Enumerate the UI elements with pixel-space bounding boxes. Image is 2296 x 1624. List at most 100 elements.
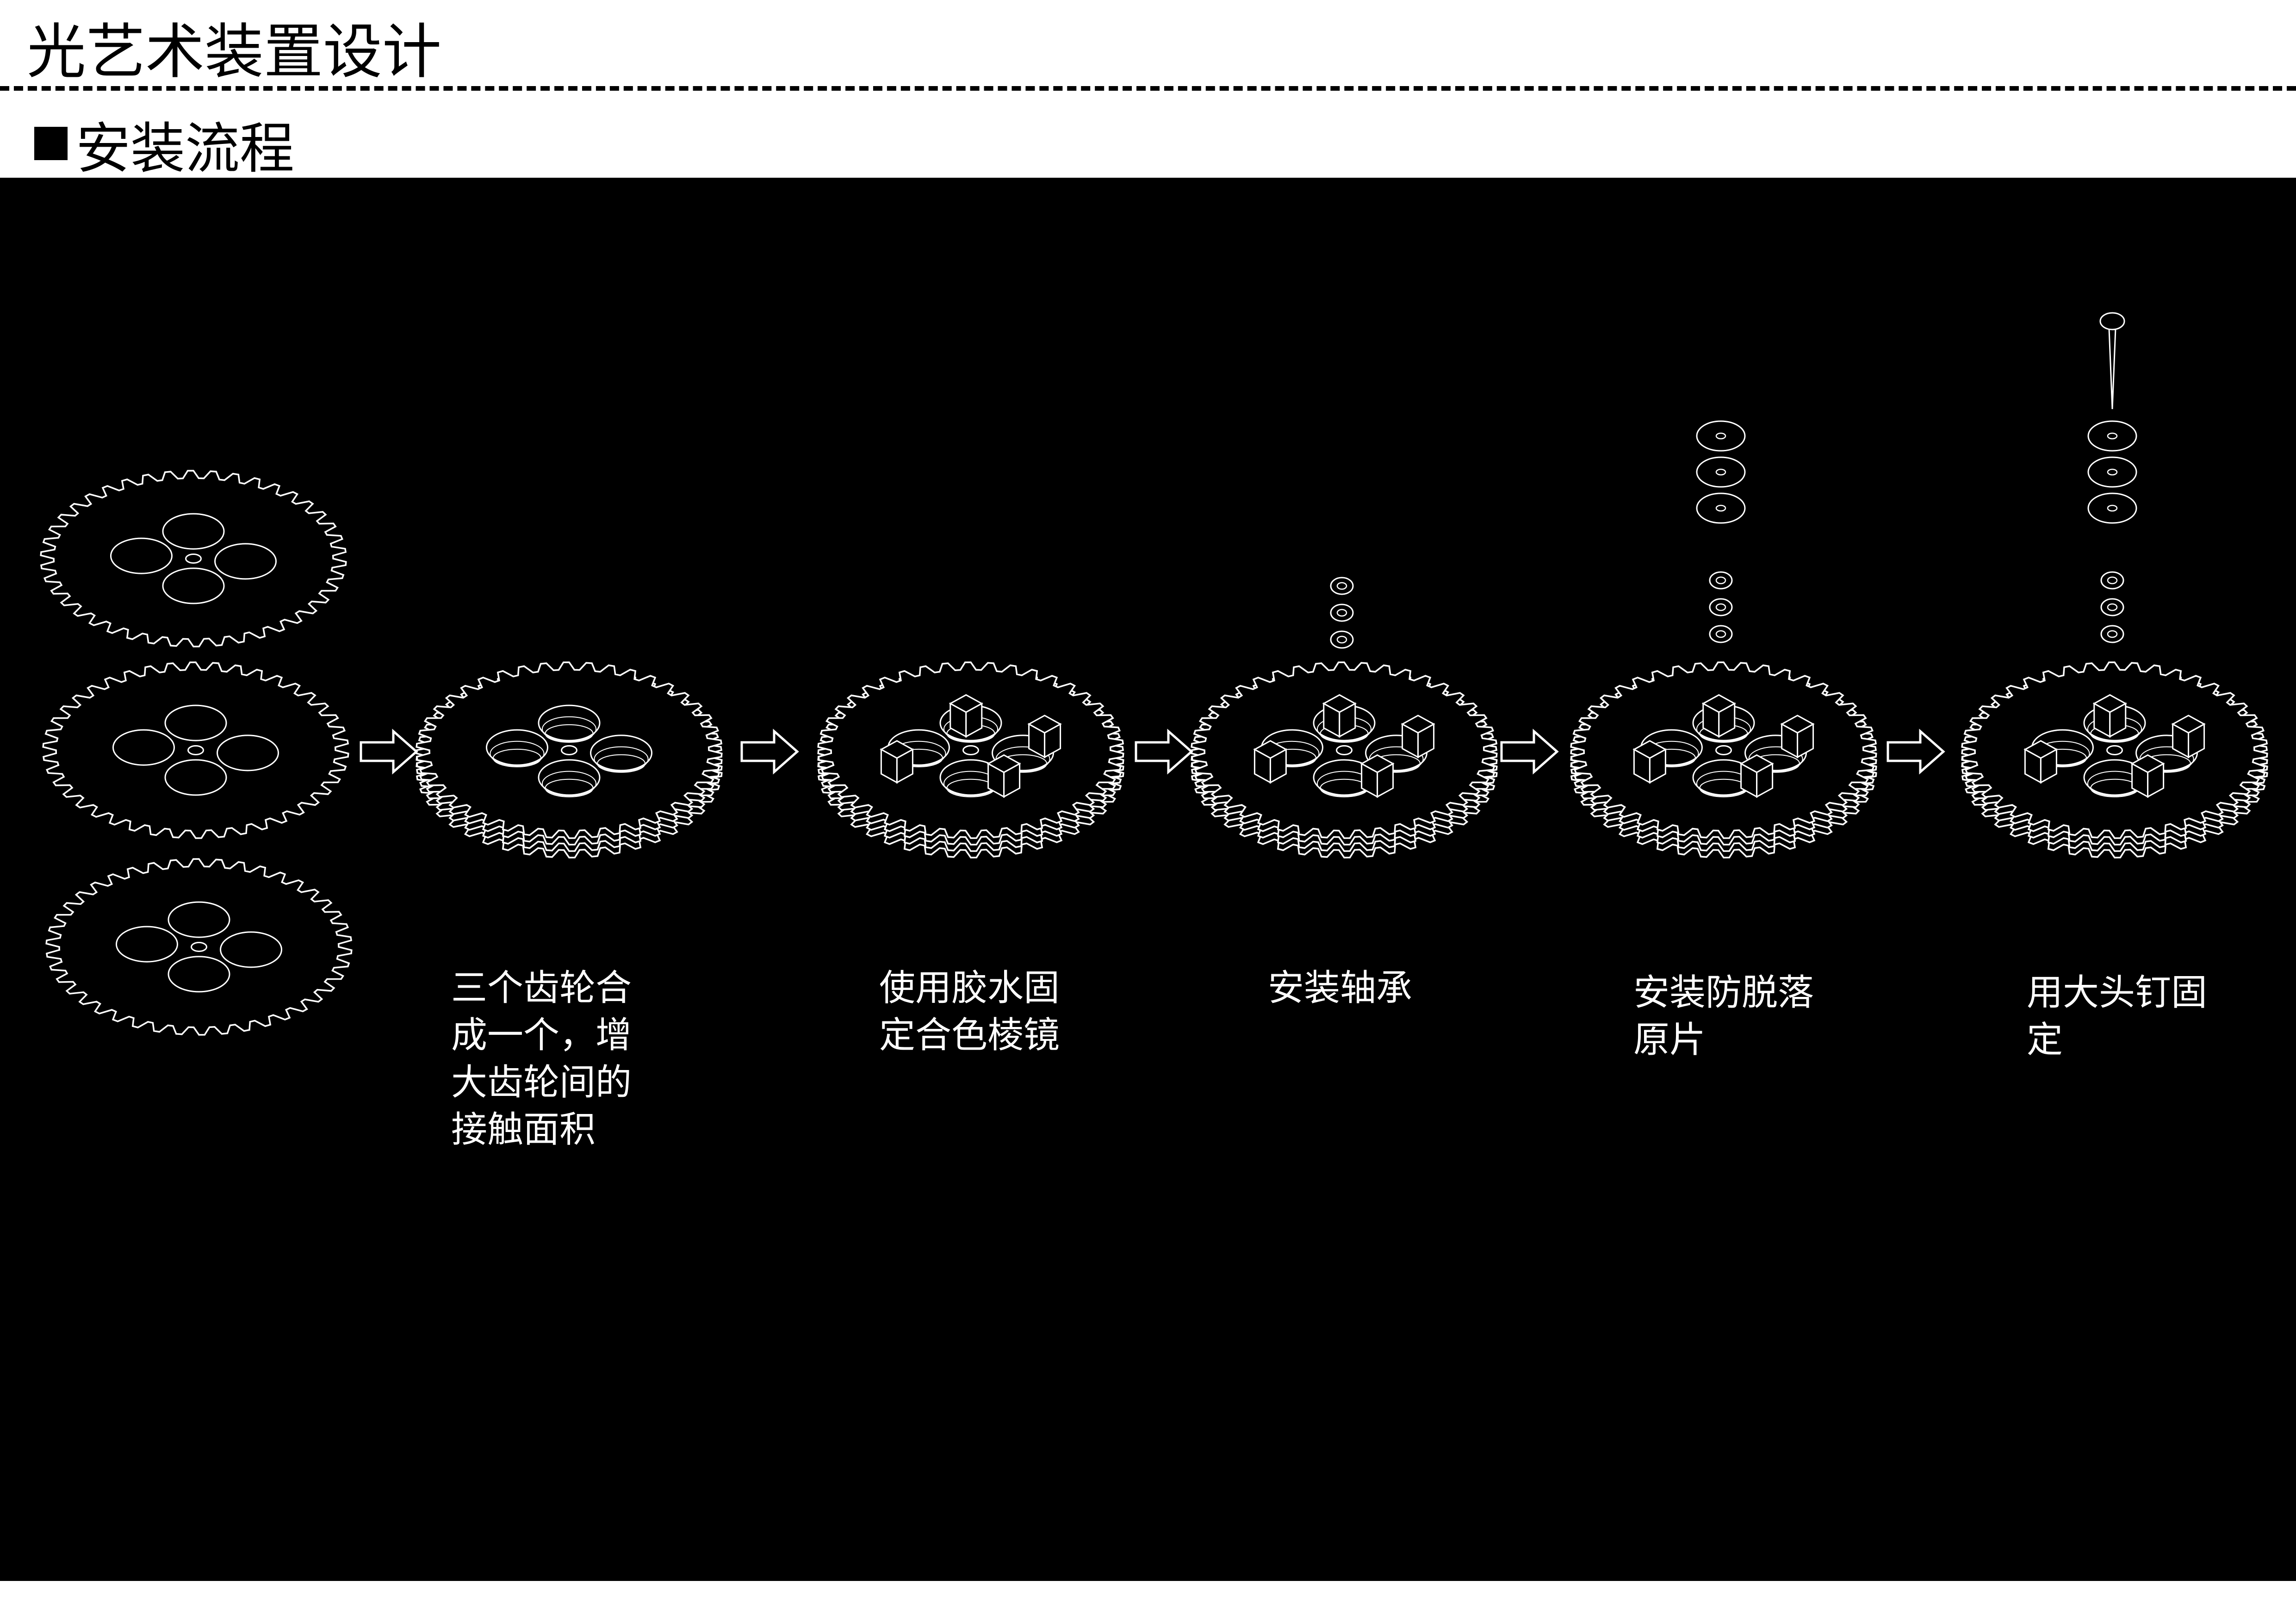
gear-outline [416,661,723,839]
gear-outline [1191,661,1498,839]
anti-drop-disc [2087,420,2137,452]
installation-diagram [40,312,2268,1036]
gear-center-hole [1715,745,1732,755]
step-3-caption: 安装轴承 [1268,967,1413,1009]
section-heading: 安装流程 [34,111,294,180]
step-3-gear-with-bearings [1191,577,1498,859]
bearing-hole [2107,630,2118,638]
gear-outline [817,661,1124,839]
bearing [1330,577,1354,595]
bearing [1709,625,1733,643]
gear-hole [162,567,225,604]
gear-outline [45,858,353,1036]
gear-hole [168,901,230,938]
pin-shaft [2108,328,2116,410]
step-0-separate-gears [40,470,353,1036]
gear-hole [112,729,175,766]
prism-cube-right [2040,748,2057,784]
gear-center-hole [191,942,207,952]
anti-drop-disc-hole [1715,468,1726,476]
step-5-caption: 用大头钉固 定 [2027,972,2208,1061]
gear-center-hole [185,554,202,564]
gear-hole [164,759,227,796]
gear-hole-inner [597,754,646,773]
gear-hole [168,956,230,993]
anti-drop-disc-hole [2107,468,2118,476]
anti-drop-disc-hole [2107,504,2118,512]
bearing-hole [1336,635,1347,644]
prism-cube-right [1339,702,1356,738]
anti-drop-disc [2087,492,2137,524]
gear-hole [110,537,173,574]
step-4-caption: 安装防脱落 原片 [1633,972,1814,1061]
prism-cube-right [896,748,913,784]
prism-cube-right [2147,762,2165,798]
gear-hole [538,759,601,796]
bearing-hole [1715,576,1726,585]
gear-center-hole [962,745,979,755]
gear-outline [40,470,347,647]
gear-hole-inner [541,716,597,742]
prism-cube-right [1649,748,1666,784]
square-bullet-icon [34,127,68,160]
prism-cube-right [1044,723,1061,759]
prism-cube-right [1718,702,1736,738]
prism-cube-right [1269,748,1287,784]
bearing [2100,571,2124,590]
arrow-right-icon [1886,728,1945,775]
bearing-hole [2107,576,2118,585]
gear-hole [220,931,283,968]
bearing [1709,571,1733,590]
gear-hole [485,729,548,766]
prism-cube-right [2188,723,2205,759]
title-divider [0,86,2296,91]
bearing-hole [1336,609,1347,617]
gear-hole [162,513,225,550]
step-5-gear-with-pin [1961,312,2268,859]
anti-drop-disc-hole [1715,432,1726,440]
page-title: 光艺术装置设计 [27,18,442,87]
prism-cube-right [2109,702,2127,738]
gear-center-hole [1336,745,1353,755]
bearing [1330,630,1354,649]
gear-hole [217,734,279,772]
step-2-gear-with-prisms [817,661,1124,859]
anti-drop-disc [1696,420,1746,452]
prism-cube-right [1797,723,1814,759]
gear-hole [115,926,178,963]
step-1-merged-gear [416,661,723,859]
step-2-caption: 使用胶水固 定合色棱镜 [879,967,1060,1056]
bearing [1709,598,1733,616]
bearing [2100,598,2124,616]
anti-drop-disc [1696,492,1746,524]
anti-drop-disc-hole [1715,504,1726,512]
prism-cube-right [1003,762,1021,798]
gear-hole [590,734,653,772]
arrow-right-icon [360,728,418,775]
prism-cube-right [1756,762,1774,798]
step-arrows [360,728,1945,775]
gear-hole-inner [492,748,541,767]
step-4-gear-with-discs [1570,420,1877,859]
gear-center-hole [561,745,577,755]
gear-center-hole [2106,745,2123,755]
bearing [1330,604,1354,622]
bearing-hole [2107,603,2118,611]
bearing-hole [1336,582,1347,590]
gear-outline [1961,661,2268,839]
gear-hole-inner [594,746,649,772]
arrow-right-icon [1500,728,1559,775]
gear-hole [538,704,601,741]
bearing [2100,625,2124,643]
bearing-hole [1715,630,1726,638]
arrow-right-icon [740,728,799,775]
anti-drop-disc-hole [2107,432,2118,440]
anti-drop-disc [2087,456,2137,488]
arrow-right-icon [1135,728,1193,775]
pin-head [2099,312,2125,330]
gear-hole-inner [545,778,594,797]
gear-outline [42,661,349,839]
section-title: 安装流程 [76,116,295,180]
gear-hole [164,704,227,741]
bearing-hole [1715,603,1726,611]
